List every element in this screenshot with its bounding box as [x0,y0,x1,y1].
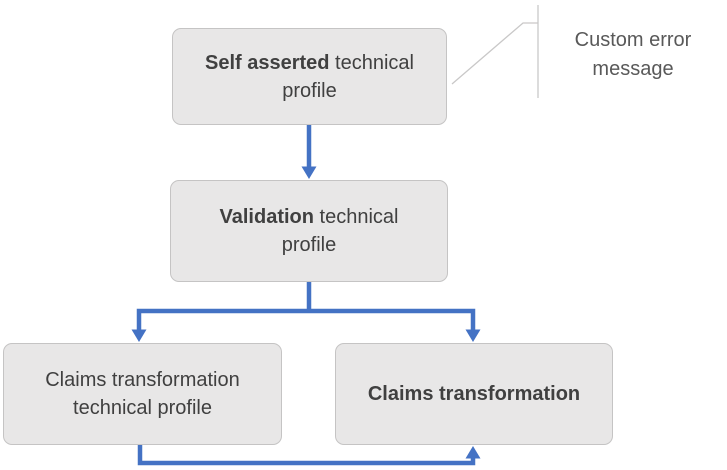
callout-leader-line [451,22,538,85]
arrowhead-down-icon [301,166,317,179]
arrowhead-down-icon [465,329,481,342]
node-label: Self asserted technical profile [173,49,446,105]
node-label: Claims transformation [350,380,598,408]
node-label: Validation technical profile [171,203,447,259]
node-label-regular: Claims transformation technical profile [45,369,240,419]
node-label: Claims transformation technical profile [4,366,281,422]
node-validation-technical-profile: Validation technical profile [170,180,448,282]
node-label-regular: technical profile [281,206,399,256]
node-label-bold: Validation [219,206,314,228]
node-label-bold: Claims transformation [367,383,581,405]
arrowhead-down-icon [131,329,147,342]
node-claims-transformation: Claims transformation [335,343,613,445]
callout-custom-error-message: Custom error message [574,29,692,80]
arrow-claims-tp-to-claims-transformation [137,442,476,466]
node-label-regular: technical profile [282,51,414,102]
arrow-validation-split [136,279,476,334]
arrowhead-up-icon [465,446,481,459]
node-claims-transformation-technical-profile: Claims transformation technical profile [3,343,282,445]
node-label-bold: Self asserted [204,51,330,74]
node-self-asserted-technical-profile: Self asserted technical profile [172,28,447,125]
